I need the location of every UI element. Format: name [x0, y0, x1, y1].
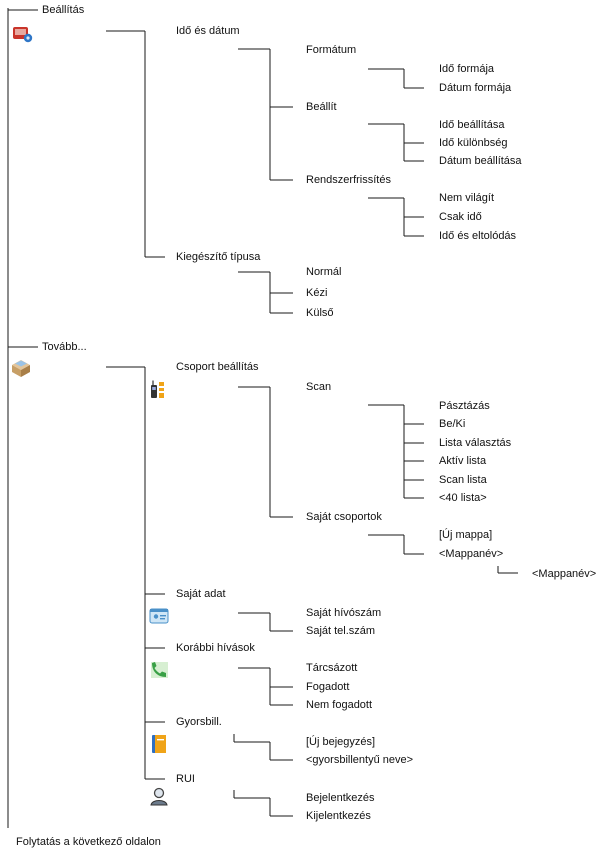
leaf-speed-dial-name: <gyorsbillentyű neve>	[306, 754, 414, 766]
leaf-off: Nem világít	[439, 192, 495, 204]
leaf-folder-name: <Mappanév>	[439, 548, 504, 560]
leaf-normal: Normál	[306, 266, 342, 278]
leaf-login: Bejelentkezés	[306, 792, 375, 804]
node-speed-dial: Gyorsbill.	[176, 716, 222, 728]
leaf-external: Külső	[306, 307, 334, 319]
node-more: Tovább...	[42, 341, 87, 353]
node-time-date: Idő és dátum	[176, 25, 240, 37]
leaf-time-format: Idő formája	[439, 63, 495, 75]
radio-group-icon	[151, 380, 164, 398]
leaf-new-folder: [Új mappa]	[439, 529, 493, 541]
leaf-own-call-number: Saját hívószám	[306, 607, 382, 619]
leaf-set-date: Dátum beállítása	[439, 155, 522, 167]
leaf-set-time: Idő beállítása	[439, 119, 505, 131]
leaf-scanning: Pásztázás	[439, 400, 490, 412]
node-format: Formátum	[306, 44, 357, 56]
leaf-manual: Kézi	[306, 287, 328, 299]
continue-note: Folytatás a következő oldalon	[16, 836, 161, 848]
leaf-time-offset: Idő különbség	[439, 137, 508, 149]
book-icon	[152, 735, 166, 753]
node-recent-calls: Korábbi hívások	[176, 642, 255, 654]
leaf-logout: Kijelentkezés	[306, 810, 371, 822]
node-set: Beállít	[306, 101, 337, 113]
leaf-40-list: <40 lista>	[439, 492, 487, 504]
leaf-dialed: Tárcsázott	[306, 662, 358, 674]
leaf-new-entry: [Új bejegyzés]	[306, 736, 376, 748]
leaf-missed: Nem fogadott	[306, 699, 373, 711]
id-card-icon	[149, 608, 169, 624]
phone-icon	[151, 662, 168, 678]
node-group-settings: Csoport beállítás	[176, 361, 259, 373]
leaf-date-format: Dátum formája	[439, 82, 512, 94]
user-icon	[150, 787, 168, 806]
leaf-time-only: Csak idő	[439, 211, 482, 223]
leaf-scan-list: Scan lista	[439, 474, 487, 486]
node-scan: Scan	[306, 381, 332, 393]
leaf-own-phone-number: Saját tel.szám	[306, 625, 376, 637]
node-accessory-type: Kiegészítő típusa	[176, 251, 261, 263]
node-rui: RUI	[176, 773, 195, 785]
node-system-update: Rendszerfrissítés	[306, 174, 391, 186]
box-icon	[12, 360, 30, 377]
leaf-received: Fogadott	[306, 681, 350, 693]
leaf-time-and-offset: Idő és eltolódás	[439, 230, 517, 242]
node-own-groups: Saját csoportok	[306, 511, 382, 523]
node-own-data: Saját adat	[176, 588, 226, 600]
node-settings: Beállítás	[42, 4, 85, 16]
settings-icon	[13, 27, 33, 43]
leaf-sub-folder-name: <Mappanév>	[532, 568, 597, 580]
leaf-active-list: Aktív lista	[439, 455, 487, 467]
leaf-list-select: Lista választás	[439, 437, 512, 449]
leaf-on-off: Be/Ki	[439, 418, 466, 430]
